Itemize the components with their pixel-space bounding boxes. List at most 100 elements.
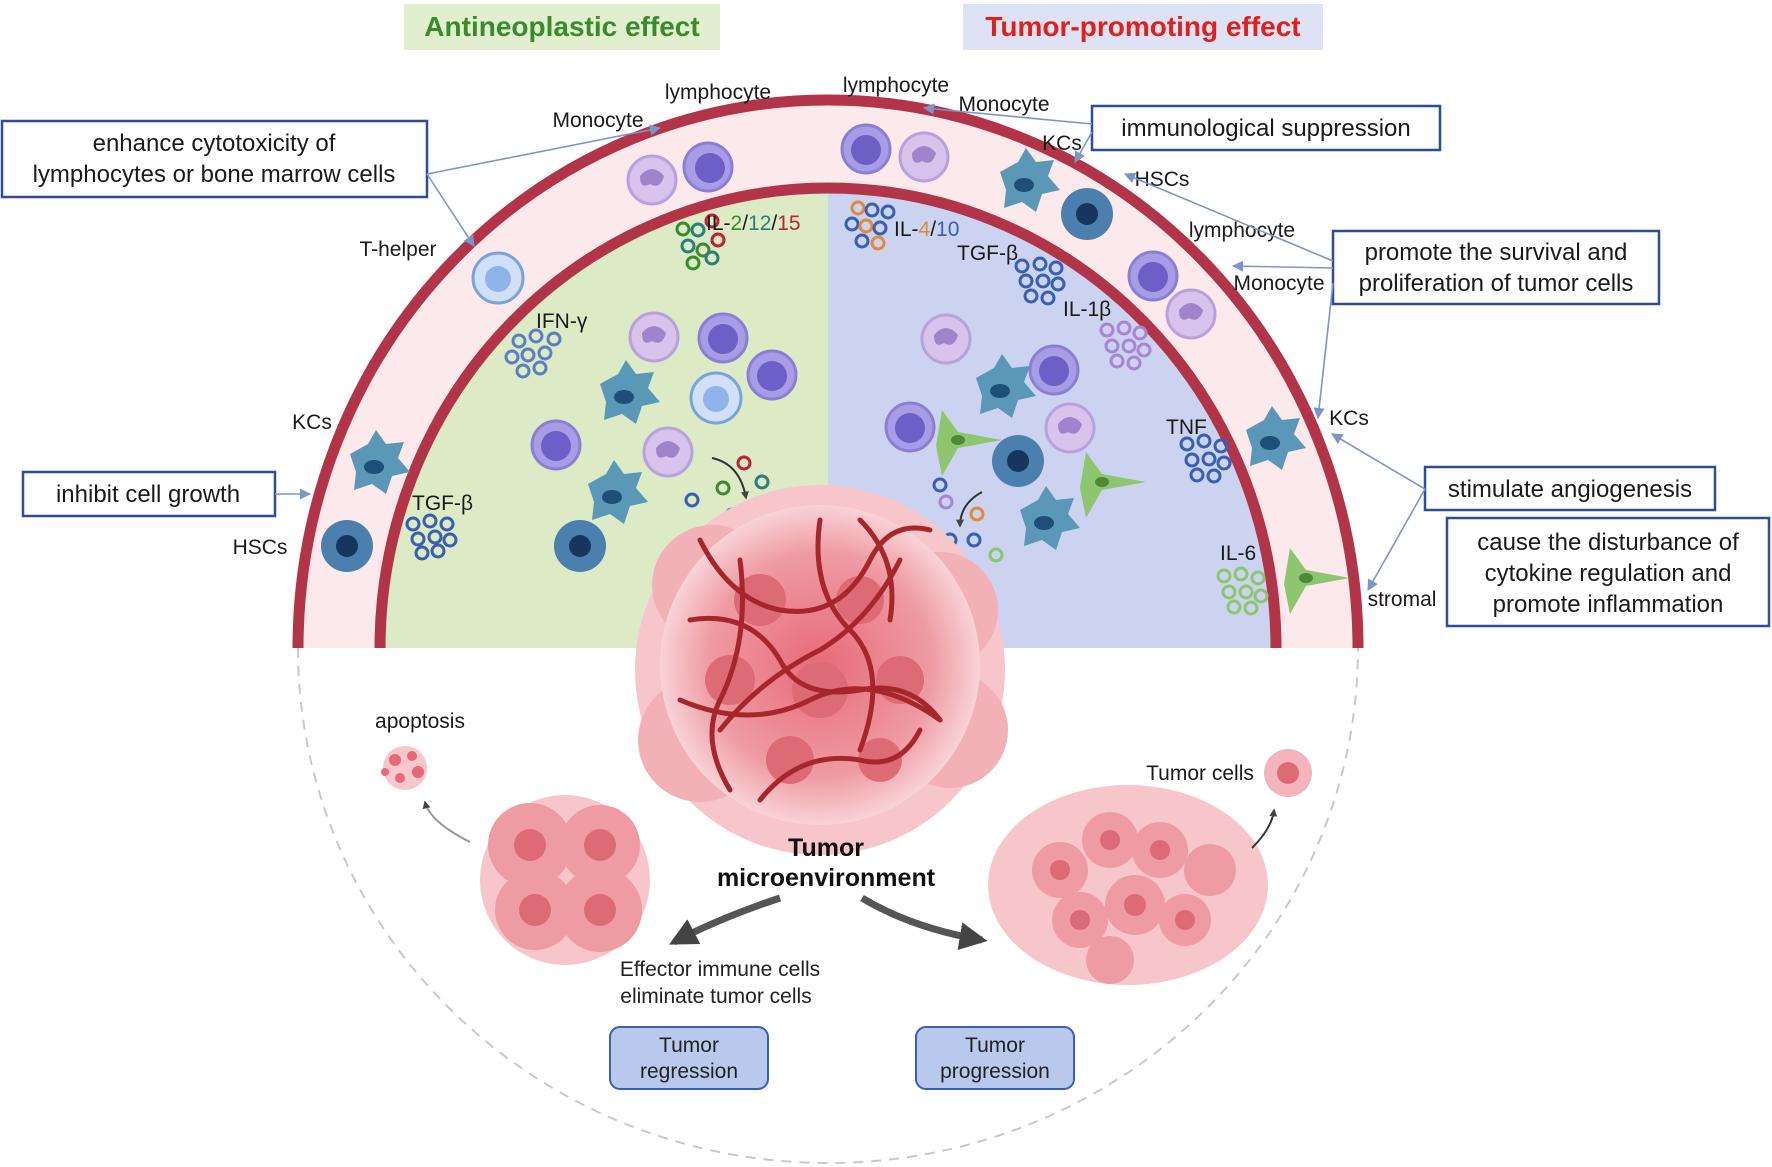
kcs-label: KCs (292, 411, 332, 434)
kupffer-cell (1020, 486, 1080, 550)
hscs-label: HSCs (233, 536, 288, 559)
stromal-cell (936, 410, 1002, 476)
lymphocyte-cell (682, 141, 734, 193)
hsc-cell (992, 435, 1044, 487)
kcs-label: KCs (1329, 407, 1369, 430)
svg-text:progression: progression (940, 1060, 1050, 1083)
arrow-to-regression (669, 894, 782, 946)
cytokine-cluster-il-6 (1216, 566, 1269, 616)
enhance-cytotoxicity-box: enhance cytotoxicity of lymphocytes or b… (0, 119, 429, 199)
lymphocyte-cell (840, 123, 892, 175)
promote-survival-box: promote the survival and proliferation o… (1331, 229, 1661, 306)
monocyte-cell (898, 131, 950, 183)
tgf-beta-label: TGF-β (412, 492, 473, 515)
svg-text:promote inflammation: promote inflammation (1493, 591, 1724, 618)
svg-text:Antineoplastic effect: Antineoplastic effect (424, 11, 699, 42)
inhibit-cell-growth-box: inhibit cell growth (21, 470, 277, 518)
tumor-regression-pill: Tumor regression (609, 1026, 769, 1090)
svg-text:Tumor-promoting effect: Tumor-promoting effect (985, 11, 1300, 42)
stromal-cell (1284, 548, 1350, 614)
center-title-line1: Tumor (788, 834, 864, 862)
cytokine-cluster-il-4-10 (844, 200, 896, 251)
ifn-gamma-label: IFN-γ (536, 310, 588, 333)
monocyte-cell (642, 426, 694, 478)
apoptosis-label: apoptosis (375, 710, 465, 733)
lymphocyte-label: lymphocyte (843, 74, 949, 97)
lymphocyte-label: lymphocyte (665, 81, 771, 104)
single-tumor-cell (1264, 749, 1312, 797)
hsc-cell (321, 520, 373, 572)
kcs-label: KCs (1042, 132, 1082, 155)
svg-text:proliferation of tumor cells: proliferation of tumor cells (1359, 270, 1634, 297)
stromal-cell (1080, 452, 1146, 518)
svg-text:stimulate angiogenesis: stimulate angiogenesis (1448, 476, 1692, 503)
cytokine-cluster-il-2-12-15 (675, 213, 726, 271)
il-6-label: IL-6 (1220, 542, 1256, 565)
t-helper-label: T-helper (359, 238, 436, 261)
hsc-cell (554, 520, 606, 572)
header-tumor-promoting: Tumor-promoting effect (963, 4, 1323, 50)
lymphocyte-cell (884, 401, 936, 453)
cytokine-cluster-tgf-beta-right (1014, 256, 1066, 306)
svg-text:cytokine regulation and: cytokine regulation and (1485, 560, 1732, 587)
svg-text:cause the disturbance of: cause the disturbance of (1477, 529, 1739, 556)
svg-text:Tumor: Tumor (659, 1034, 719, 1057)
kupffer-cell (1000, 148, 1060, 212)
kupffer-cell (350, 430, 410, 494)
hscs-label: HSCs (1135, 168, 1190, 191)
svg-text:inhibit cell growth: inhibit cell growth (56, 481, 240, 508)
hsc-cell (1061, 188, 1113, 240)
monocyte-cell (628, 311, 680, 363)
kupffer-cell (976, 354, 1036, 418)
apoptosis-cluster (381, 746, 427, 790)
kupffer-cell (588, 460, 648, 524)
center-title-line2: microenvironment (717, 864, 936, 892)
svg-text:Tumor: Tumor (965, 1034, 1025, 1057)
cytokine-cluster-il-1-beta (1099, 320, 1152, 371)
lower-dashed-boundary (297, 647, 1359, 1164)
arrow-to-apoptosis (422, 800, 471, 843)
monocyte-label: Monocyte (958, 93, 1049, 116)
stimulate-angiogenesis-box: stimulate angiogenesis (1423, 465, 1717, 512)
svg-text:promote the survival and: promote the survival and (1365, 239, 1628, 266)
arrow-to-progression (860, 894, 988, 951)
cytokine-cluster-tnf (1179, 433, 1232, 484)
kupffer-cell (600, 360, 660, 424)
stromal-label: stromal (1368, 588, 1437, 611)
monocyte-label: Monocyte (552, 109, 643, 132)
tnf-label: TNF (1166, 416, 1207, 439)
cytokine-cluster-tgf-beta-left (405, 513, 458, 561)
tumor-cells-label: Tumor cells (1146, 762, 1254, 785)
il-2-12-15-label: IL-2/12/15 (706, 212, 801, 235)
lymphocyte-cell (746, 349, 798, 401)
tumor-cell-cluster-right (988, 785, 1268, 985)
svg-text:regression: regression (640, 1060, 738, 1083)
il-4-10-label: IL-4/10 (894, 218, 959, 241)
membrane-outer-line (292, 94, 1364, 649)
tumor-cell-cluster-left (480, 795, 650, 965)
lymphocyte-label: lymphocyte (1189, 219, 1295, 242)
lymphocyte-cell (530, 419, 582, 471)
monocyte-cell (626, 154, 678, 206)
svg-text:enhance cytotoxicity of: enhance cytotoxicity of (93, 130, 336, 157)
callout-arrows (275, 103, 1426, 591)
tumor-mass (635, 485, 1008, 855)
lymphocyte-cell (1127, 250, 1179, 302)
monocyte-cell (920, 313, 972, 365)
cytokine-cluster-ifn-gamma (504, 328, 562, 379)
header-antineoplastic: Antineoplastic effect (404, 4, 720, 50)
t-helper-cell (471, 251, 525, 305)
lymphocyte-cell (697, 312, 749, 364)
cytokine-disturbance-box: cause the disturbance of cytokine regula… (1445, 516, 1771, 628)
monocyte-cell (1165, 288, 1217, 340)
lymphocyte-cell (1028, 344, 1080, 396)
monocyte-cell (1044, 402, 1096, 454)
effector-line1: Effector immune cells (620, 958, 820, 981)
monocyte-label: Monocyte (1233, 272, 1324, 295)
svg-text:immunological suppression: immunological suppression (1121, 115, 1410, 142)
kupffer-cell (1246, 406, 1306, 470)
il-1-beta-label: IL-1β (1063, 298, 1111, 321)
arrow-to-tumor-cell (1251, 808, 1278, 849)
tgf-beta-label: TGF-β (957, 242, 1018, 265)
